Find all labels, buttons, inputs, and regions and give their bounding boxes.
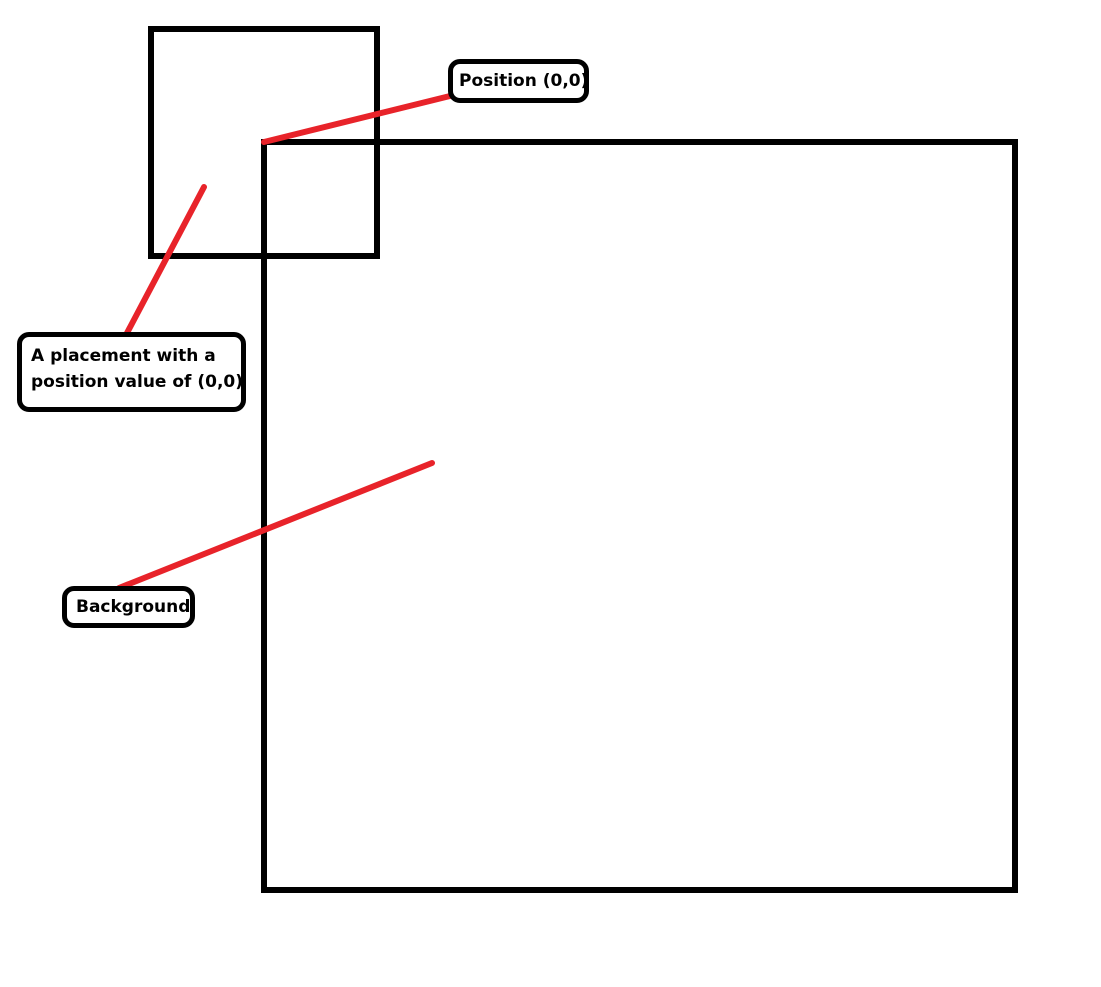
placement-callout-line-2: position value of (0,0) [31, 372, 244, 392]
placement-callout-line-1: A placement with a [31, 346, 216, 366]
placement-callout: A placement with a position value of (0,… [17, 332, 246, 412]
background-callout-label: Background [76, 597, 191, 617]
background-callout: Background [62, 586, 195, 628]
background-box [261, 139, 1018, 893]
position-callout: Position (0,0) [448, 59, 589, 103]
position-callout-label: Position (0,0) [459, 71, 589, 91]
